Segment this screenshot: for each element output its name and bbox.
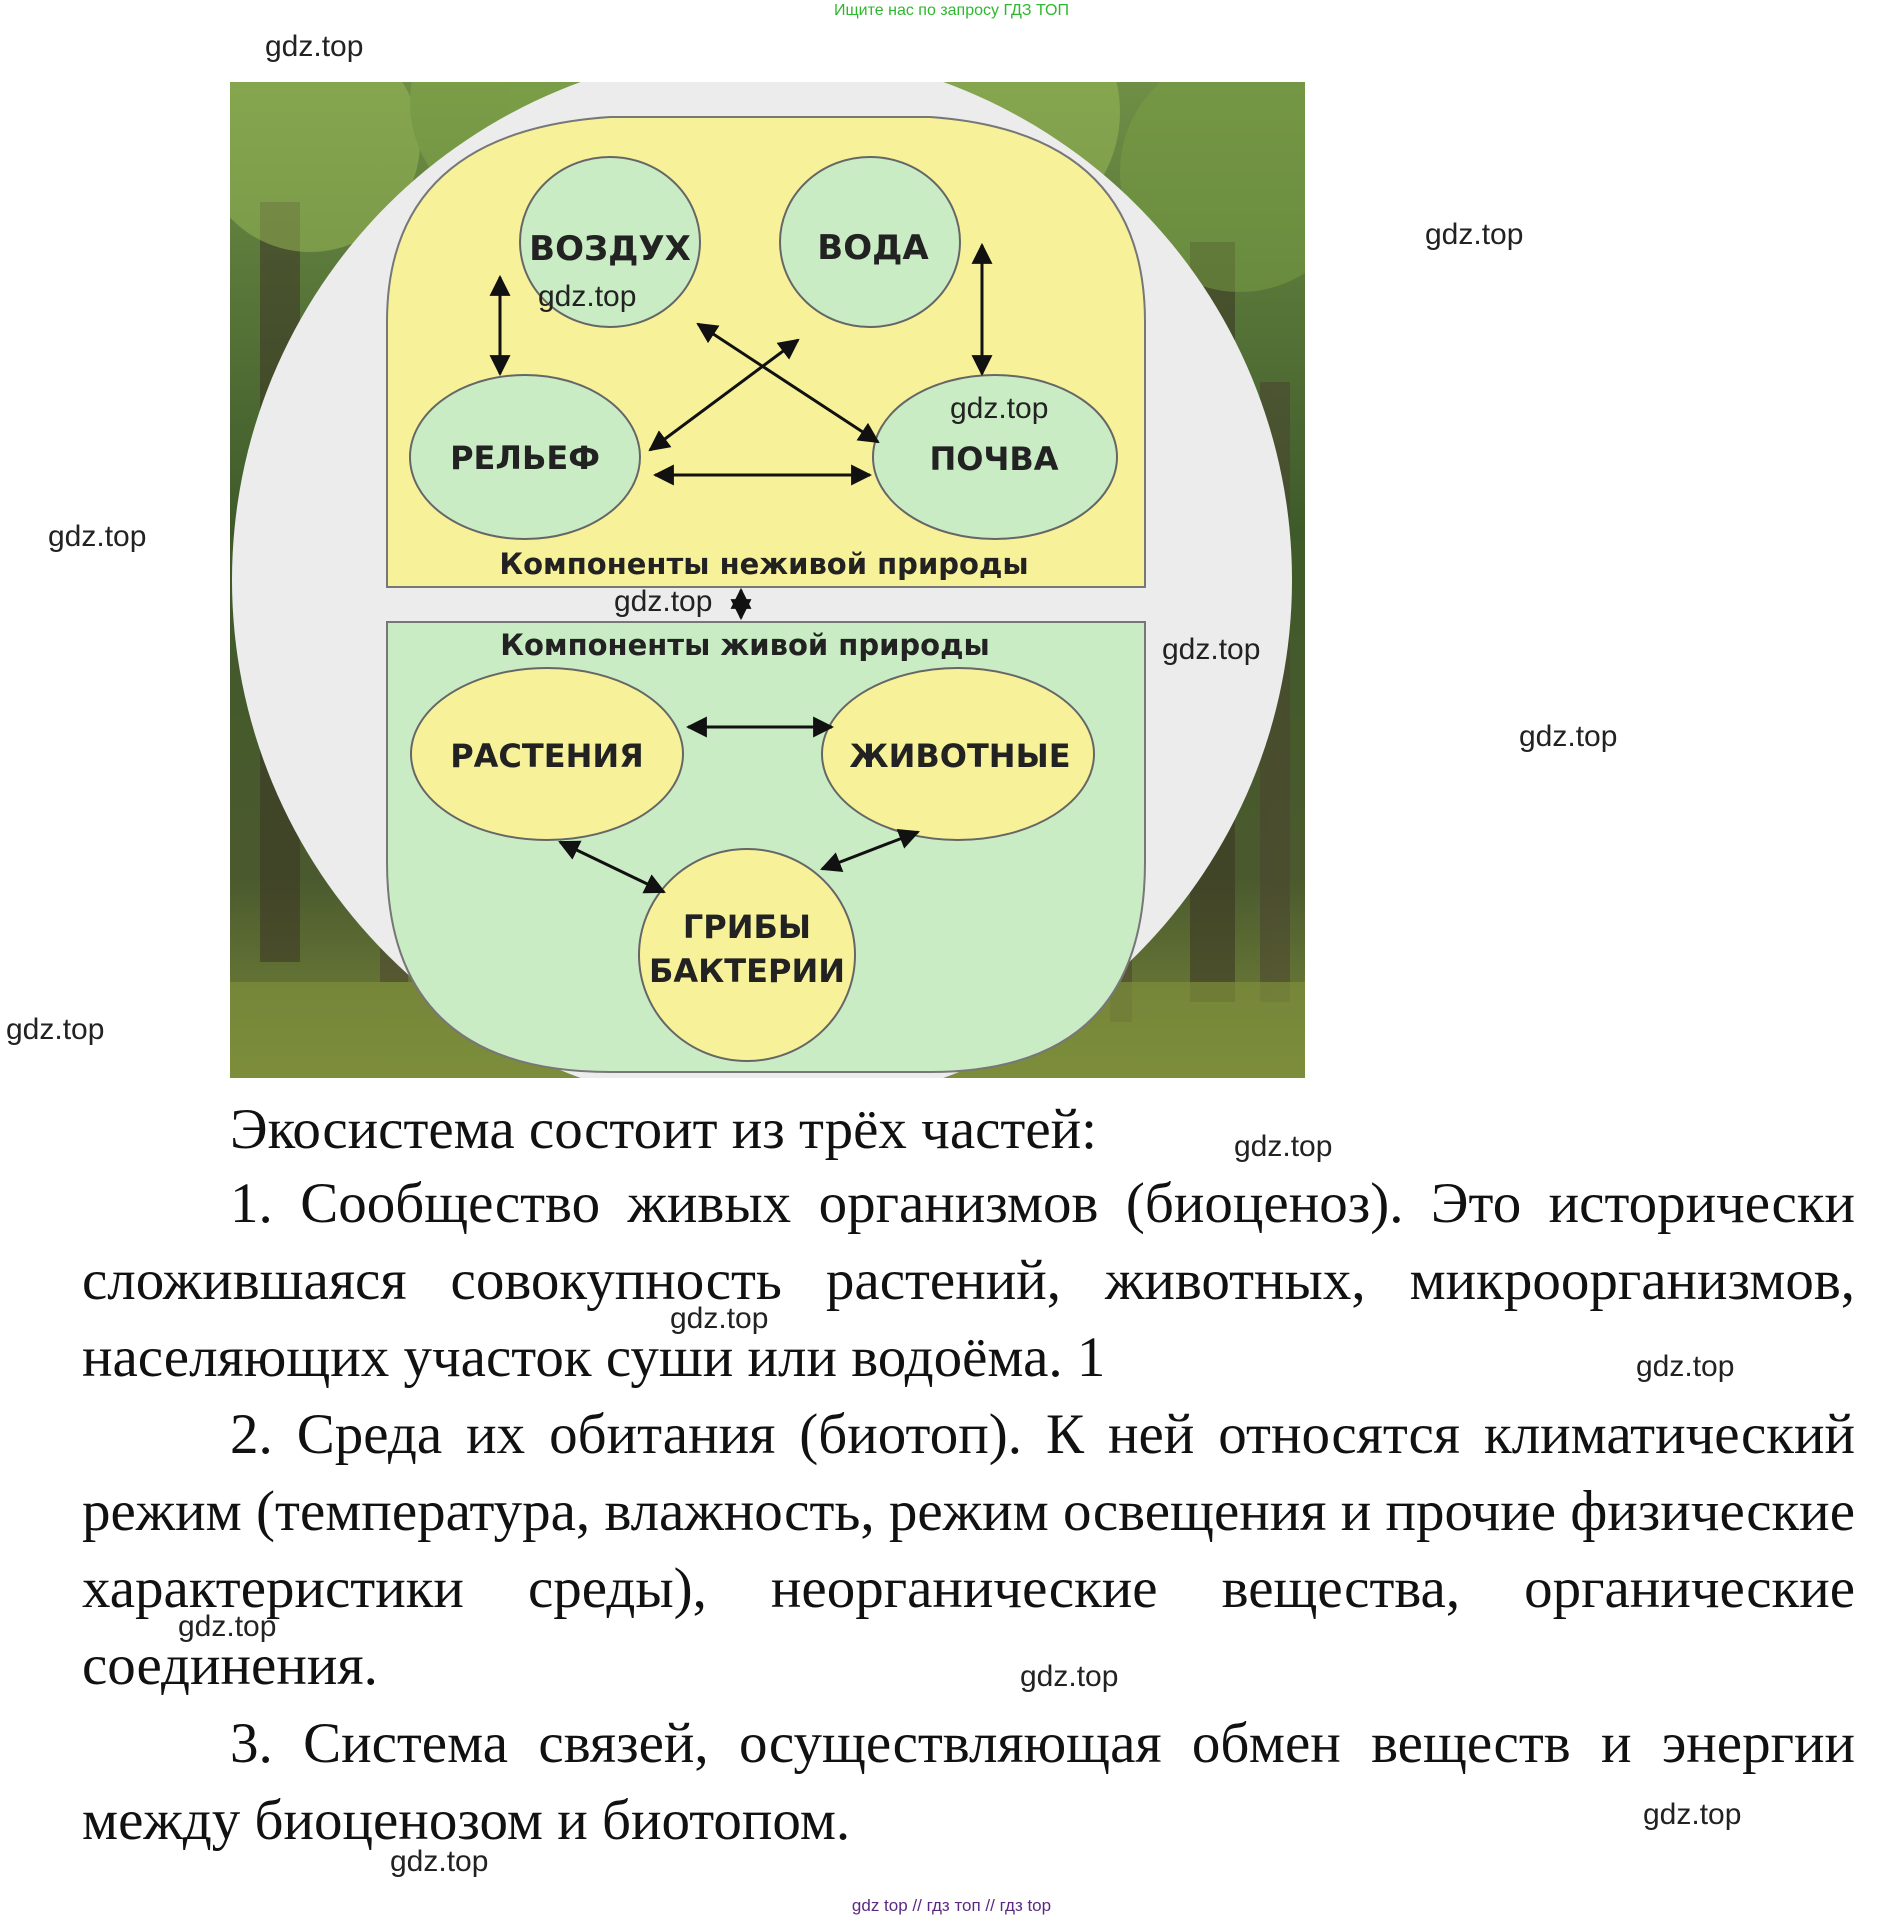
watermark: gdz.top <box>390 1845 489 1878</box>
fungi-circle <box>638 848 856 1062</box>
watermark: gdz.top <box>950 392 1049 425</box>
item1-text: 1. Сообщество живых организмов (биоценоз… <box>82 1172 1855 1389</box>
water-label: ВОДА <box>817 228 929 268</box>
footer-links[interactable]: gdz top // гдз топ // гдз top <box>851 1896 1052 1915</box>
plants-label: РАСТЕНИЯ <box>450 737 644 775</box>
soil-label: ПОЧВА <box>930 440 1059 478</box>
plants-circle <box>410 667 684 841</box>
watermark: gdz.top <box>1519 720 1618 753</box>
intro-text: Экосистема состоит из трёх частей: <box>230 1098 1097 1161</box>
watermark: gdz.top <box>1162 633 1261 666</box>
watermark: gdz.top <box>1636 1350 1735 1383</box>
watermark: gdz.top <box>1234 1130 1333 1163</box>
soil-circle <box>872 374 1118 540</box>
watermark: gdz.top <box>614 585 713 618</box>
fungi-label: ГРИБЫ <box>683 908 811 946</box>
watermark: gdz.top <box>1425 218 1524 251</box>
ecosystem-figure: ВОЗДУХ ВОДА РЕЛЬЕФ ПОЧВА Компоненты нежи… <box>230 82 1305 1078</box>
bacteria-label: БАКТЕРИИ <box>649 952 845 990</box>
watermark: gdz.top <box>265 30 364 63</box>
relief-circle <box>409 374 641 540</box>
animals-circle <box>821 667 1095 841</box>
watermark: gdz.top <box>538 280 637 313</box>
watermark: gdz.top <box>178 1610 277 1643</box>
air-circle <box>519 156 701 328</box>
watermark: gdz.top <box>670 1302 769 1335</box>
relief-label: РЕЛЬЕФ <box>450 439 600 477</box>
watermark: gdz.top <box>6 1013 105 1046</box>
watermark: gdz.top <box>1020 1660 1119 1693</box>
paragraph-biocenosis: 1. Сообщество живых организмов (биоценоз… <box>82 1165 1855 1396</box>
animals-label: ЖИВОТНЫЕ <box>849 737 1070 775</box>
air-label: ВОЗДУХ <box>529 229 691 269</box>
abiotic-caption: Компоненты неживой природы <box>499 547 1028 581</box>
biotic-caption: Компоненты живой природы <box>500 628 989 662</box>
item3-text: 3. Система связей, осуществляющая обмен … <box>82 1712 1855 1852</box>
abiotic-arrows <box>489 242 993 486</box>
paragraph-biotope: 2. Среда их обитания (биотоп). К ней отн… <box>82 1396 1855 1704</box>
biotic-arrows <box>558 716 920 894</box>
watermark: gdz.top <box>48 520 147 553</box>
paragraph-links: 3. Система связей, осуществляющая обмен … <box>82 1705 1855 1859</box>
item2-text: 2. Среда их обитания (биотоп). К ней отн… <box>82 1403 1855 1697</box>
search-hint: Ищите нас по запросу ГДЗ ТОП <box>834 2 1069 19</box>
watermark: gdz.top <box>1643 1798 1742 1831</box>
